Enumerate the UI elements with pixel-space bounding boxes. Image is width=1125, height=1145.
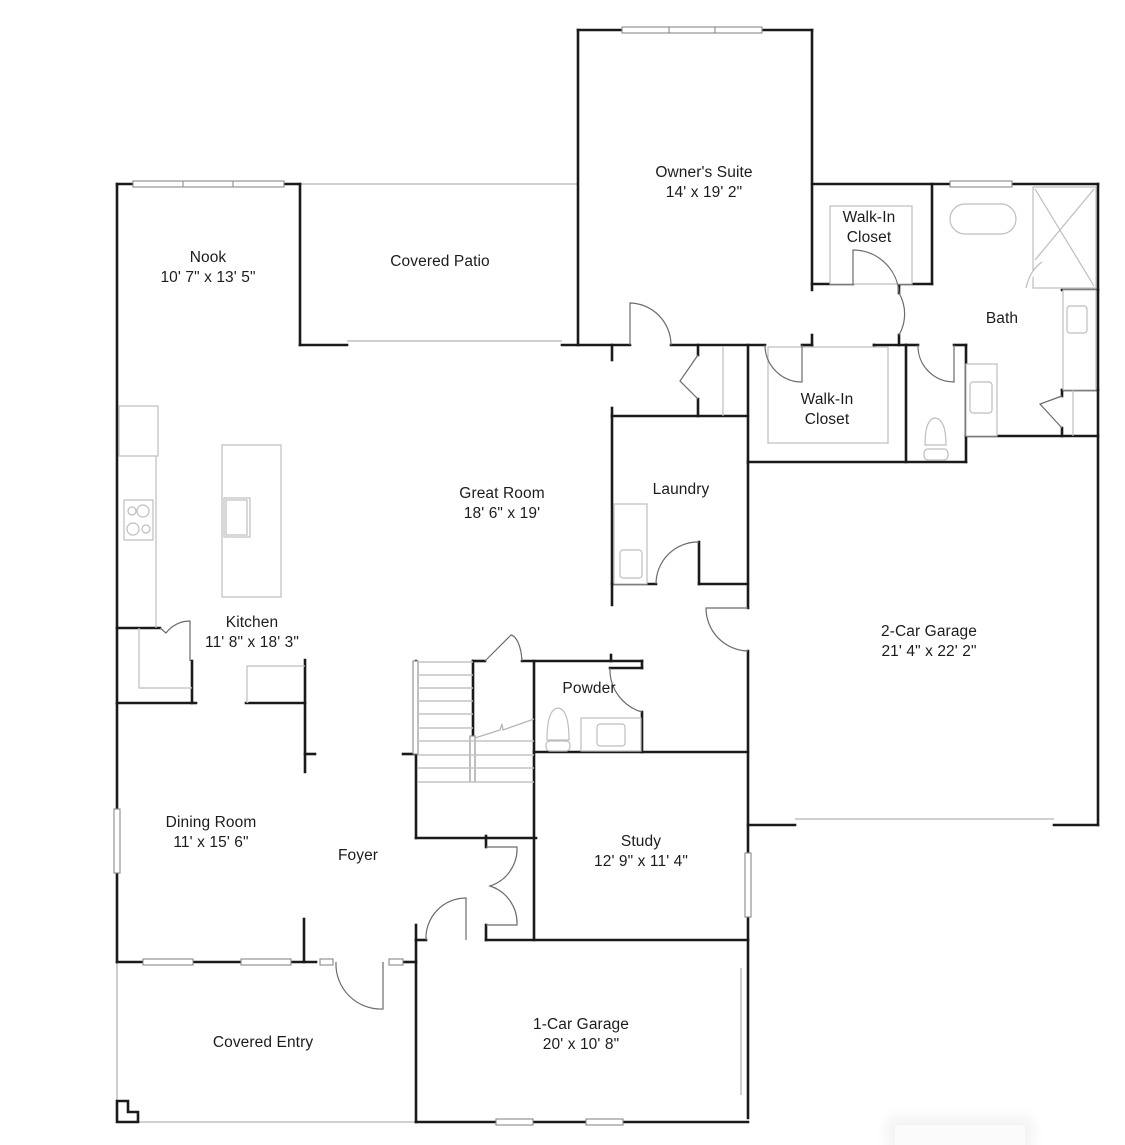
room-label-one-car-garage: 1-Car Garage 20' x 10' 8" [533,1015,629,1055]
room-label-covered-entry: Covered Entry [213,1033,313,1053]
room-label-study: Study 12' 9" x 11' 4" [594,832,688,872]
room-name: Covered Patio [390,253,490,270]
room-name: Nook [189,249,227,266]
room-label-foyer: Foyer [338,846,378,866]
room-name-line2: Closet [846,229,892,246]
room-name: Kitchen [225,614,279,631]
room-label-walk-in-closet-2: Walk-In Closet [801,390,854,430]
room-name: Powder [562,680,616,697]
room-label-powder: Powder [562,679,615,699]
room-name: Laundry [652,481,710,498]
room-label-bath: Bath [986,309,1018,329]
bath-fixtures [545,186,1097,752]
room-name: Dining Room [165,814,257,831]
room-name: Study [620,833,662,850]
room-label-laundry: Laundry [653,480,710,500]
room-name: Walk-In [842,209,896,226]
room-name: Foyer [337,847,379,864]
room-label-covered-patio: Covered Patio [390,252,490,272]
room-label-great-room: Great Room 18' 6" x 19' [459,484,544,524]
room-dimensions: 11' x 15' 6" [173,834,249,851]
room-name: Bath [985,310,1019,327]
staircase [418,661,535,783]
room-name: Walk-In [800,391,854,408]
windows [113,26,1013,1126]
room-label-walk-in-closet-1: Walk-In Closet [843,208,896,248]
room-name: Owner's Suite [655,164,753,181]
room-name: 2-Car Garage [881,623,977,640]
kitchen-fixtures [118,405,305,703]
room-dimensions: 11' 8" x 18' 3" [205,634,299,651]
room-name: Covered Entry [212,1034,314,1051]
room-name: 1-Car Garage [533,1016,629,1033]
room-dimensions: 12' 9" x 11' 4" [594,853,688,870]
room-label-kitchen: Kitchen 11' 8" x 18' 3" [205,613,299,653]
room-name-line2: Closet [804,411,850,428]
covered-areas-outline [116,183,1054,1123]
room-dimensions: 21' 4" x 22' 2" [881,643,977,660]
room-dimensions: 14' x 19' 2" [665,184,743,201]
room-label-dining-room: Dining Room 11' x 15' 6" [166,813,257,853]
room-label-owners-suite: Owner's Suite 14' x 19' 2" [655,163,752,203]
room-label-nook: Nook 10' 7" x 13' 5" [160,248,255,288]
room-dimensions: 20' x 10' 8" [542,1036,620,1053]
corner-fade [895,1125,1025,1145]
room-label-two-car-garage: 2-Car Garage 21' 4" x 22' 2" [881,622,977,662]
room-dimensions: 18' 6" x 19' [463,505,541,522]
room-dimensions: 10' 7" x 13' 5" [160,269,256,286]
door-swings [159,249,1063,1010]
room-name: Great Room [459,485,545,502]
